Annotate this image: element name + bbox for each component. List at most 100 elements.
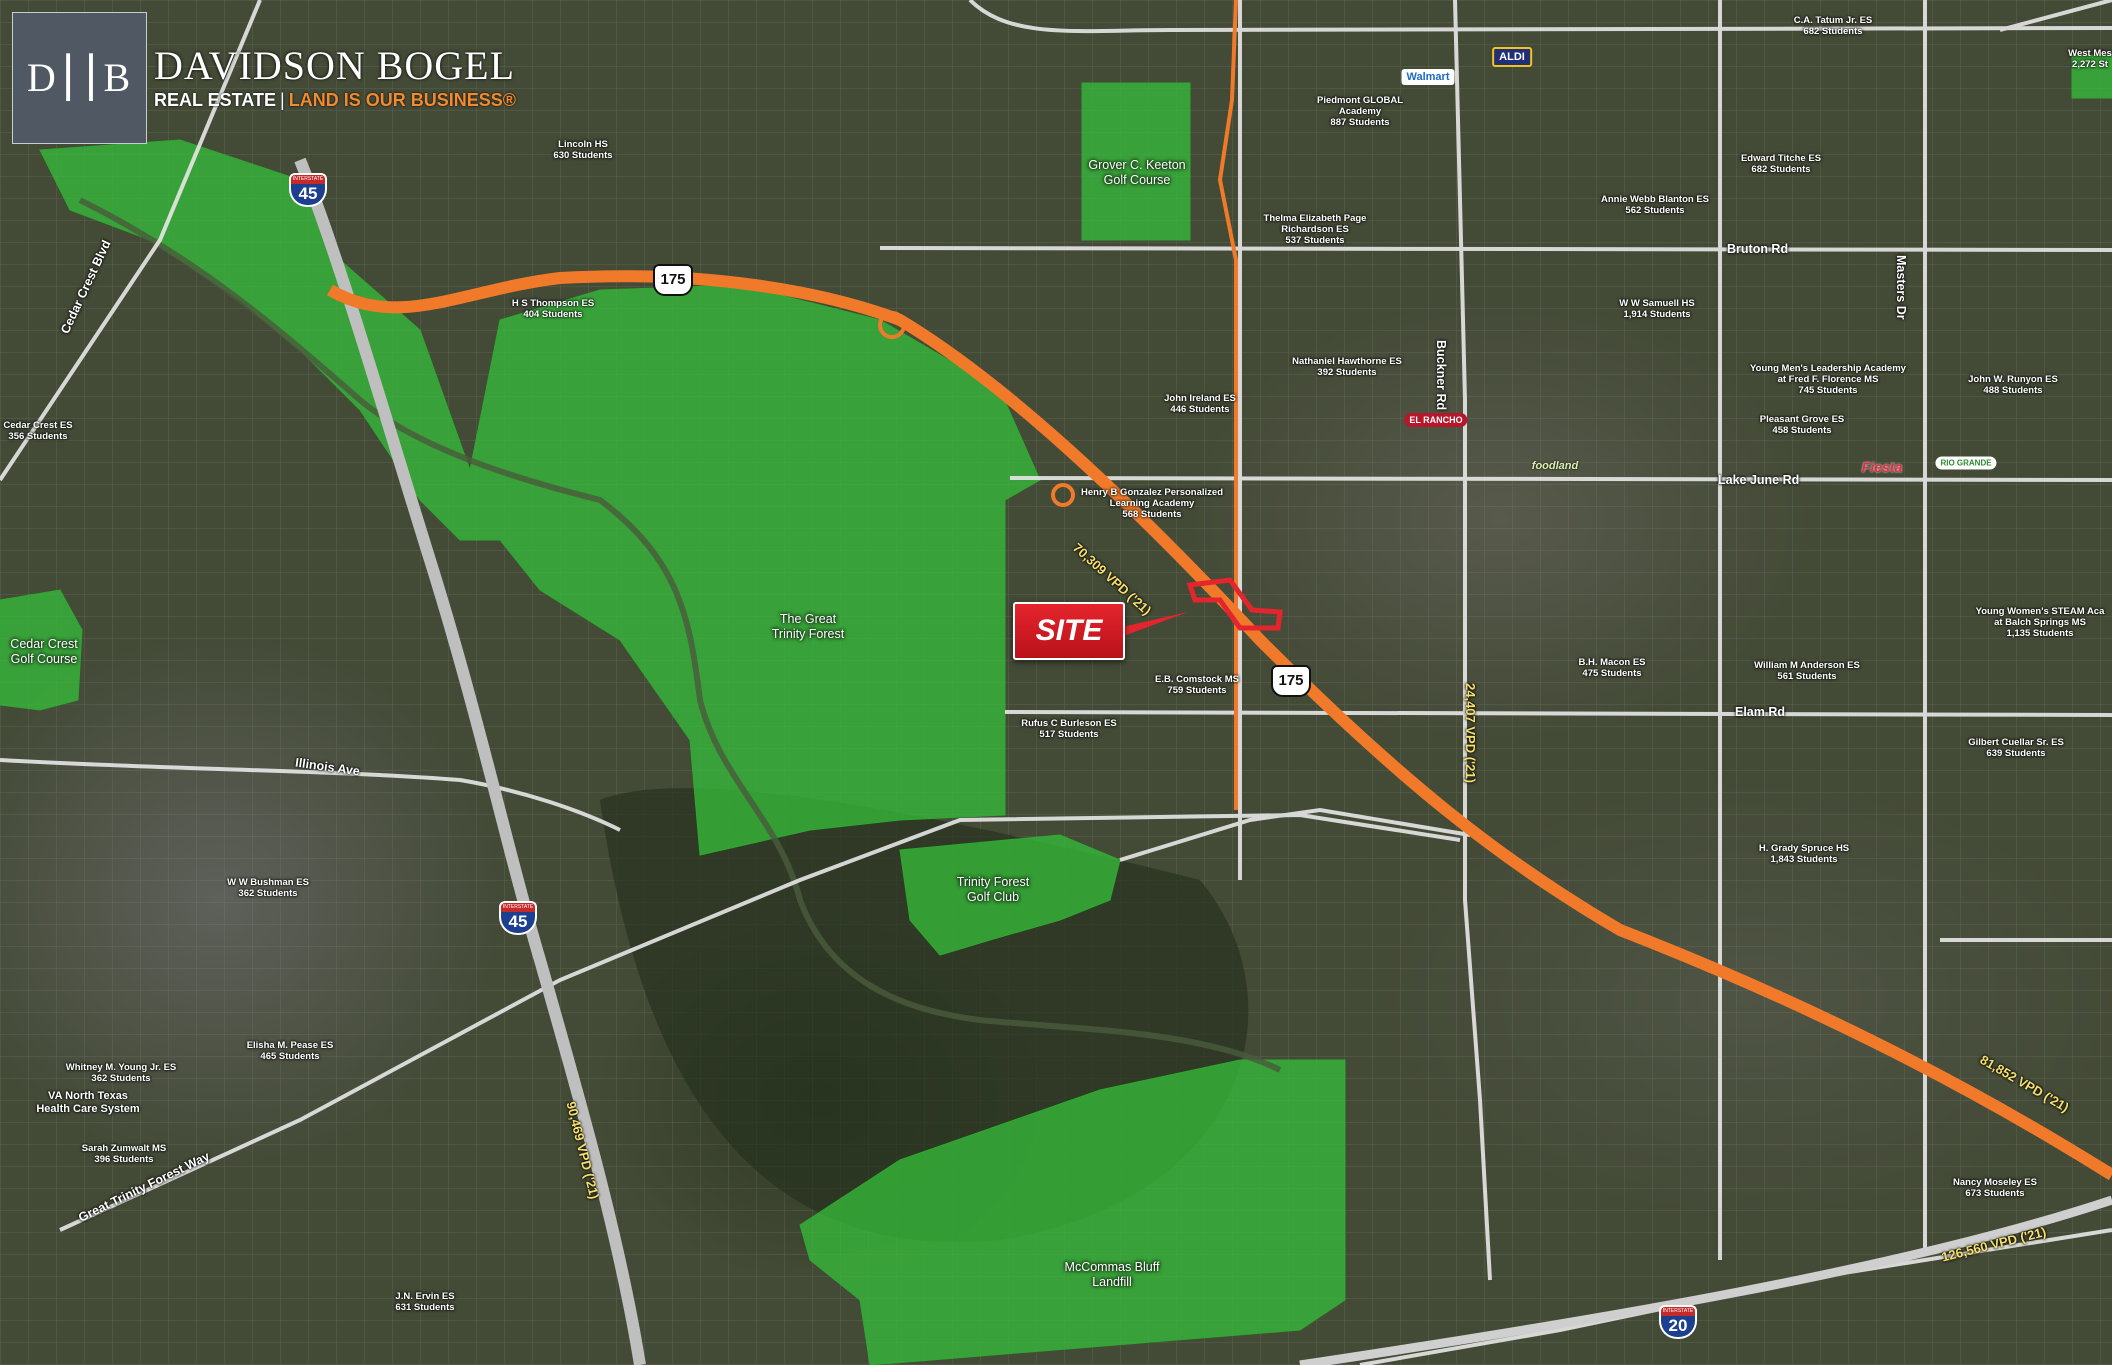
traffic-count-buckner: 24,407 VPD ('21) bbox=[1463, 683, 1478, 783]
park-trinity-forest-golf bbox=[899, 834, 1121, 956]
company-tagline: REAL ESTATE|LAND IS OUR BUSINESS® bbox=[154, 90, 516, 111]
school-name: Piedmont GLOBAL Academy bbox=[1316, 95, 1404, 117]
school-students: 458 Students bbox=[1772, 425, 1832, 436]
school-name: W W Bushman ES bbox=[227, 877, 309, 888]
school-name: Rufus C Burleson ES bbox=[1021, 718, 1117, 729]
school-name: Edward Titche ES bbox=[1740, 153, 1822, 164]
i-45-number: 45 bbox=[499, 912, 537, 935]
school-name: Elisha M. Pease ES bbox=[246, 1040, 334, 1051]
school-name: Nathaniel Hawthorne ES bbox=[1292, 356, 1402, 367]
label-buckner-rd: Buckner Rd bbox=[1434, 340, 1448, 411]
school-students: 682 Students bbox=[1751, 164, 1811, 175]
school-students: 475 Students bbox=[1582, 668, 1642, 679]
school-students: 396 Students bbox=[94, 1154, 154, 1165]
fiesta-marker: Fiesta bbox=[1861, 459, 1903, 475]
i-45-number: 45 bbox=[289, 184, 327, 207]
school-students: 1,914 Students bbox=[1623, 309, 1691, 320]
us-175-shield: 175 bbox=[653, 264, 693, 296]
foodland-marker: foodland bbox=[1531, 460, 1579, 472]
site-parcel-outline bbox=[1186, 577, 1283, 631]
interstate-word: INTERSTATE bbox=[499, 901, 537, 912]
school-name: Pleasant Grove ES bbox=[1759, 414, 1845, 425]
interstate-word: INTERSTATE bbox=[1659, 1305, 1697, 1316]
school-students: 1,135 Students bbox=[2006, 628, 2074, 639]
school-name: W W Samuell HS bbox=[1619, 298, 1695, 309]
school-label: Henry B Gonzalez Personalized Learning A… bbox=[1081, 487, 1223, 520]
school-name: E.B. Comstock MS bbox=[1155, 674, 1239, 685]
school-name: Annie Webb Blanton ES bbox=[1600, 194, 1710, 205]
school-students: 465 Students bbox=[260, 1051, 320, 1062]
us-175-shield-south: 175 bbox=[1271, 665, 1311, 697]
interchange-loop-2 bbox=[1051, 483, 1075, 507]
interstate-45 bbox=[294, 157, 646, 1365]
school-name: Young Men's Leadership Academy at Fred F… bbox=[1750, 363, 1906, 385]
school-students: 745 Students bbox=[1798, 385, 1858, 396]
tagline-land: LAND IS OUR BUSINESS® bbox=[288, 90, 516, 110]
label-lake-june-rd: Lake June Rd bbox=[1718, 473, 1800, 487]
school-name: John W. Runyon ES bbox=[1968, 374, 2058, 385]
site-marker[interactable]: SITE bbox=[1013, 602, 1125, 660]
school-name: Thelma Elizabeth Page Richardson ES bbox=[1263, 213, 1367, 235]
walmart-marker: Walmart bbox=[1401, 69, 1455, 85]
school-students: 561 Students bbox=[1777, 671, 1837, 682]
interchange-loop-1 bbox=[878, 311, 906, 339]
school-students: 562 Students bbox=[1625, 205, 1685, 216]
road-horizontal-2 bbox=[1999, 0, 2112, 32]
area-great-trinity-forest: The Great Trinity Forest bbox=[771, 612, 845, 641]
school-students: 392 Students bbox=[1317, 367, 1377, 378]
school-students: 887 Students bbox=[1330, 117, 1390, 128]
school-students: 759 Students bbox=[1167, 685, 1227, 696]
aldi-marker: ALDI bbox=[1492, 47, 1532, 67]
site-pointer bbox=[1118, 612, 1188, 638]
trinity-river bbox=[78, 197, 1282, 1073]
i-20-number: 20 bbox=[1659, 1316, 1697, 1339]
school-students: 568 Students bbox=[1122, 509, 1182, 520]
school-name: B.H. Macon ES bbox=[1578, 657, 1646, 668]
school-students: 404 Students bbox=[523, 309, 583, 320]
tagline-separator: | bbox=[280, 90, 285, 110]
school-students: 682 Students bbox=[1803, 26, 1863, 37]
va-health-care-label: VA North Texas Health Care System bbox=[36, 1090, 140, 1115]
road-diag-top bbox=[968, 0, 2112, 34]
school-students: 362 Students bbox=[238, 888, 298, 899]
us-175-highway bbox=[327, 270, 2112, 1181]
interstate-word: INTERSTATE bbox=[289, 173, 327, 184]
interstate-20 bbox=[1299, 1195, 2112, 1365]
school-students: 1,843 Students bbox=[1770, 854, 1838, 865]
label-elam-rd: Elam Rd bbox=[1735, 705, 1786, 719]
area-cedar-crest-golf: Cedar Crest Golf Course bbox=[10, 637, 78, 666]
school-name: Whitney M. Young Jr. ES bbox=[65, 1062, 177, 1073]
park-great-trinity-forest bbox=[39, 139, 1041, 856]
school-name: Cedar Crest ES bbox=[3, 420, 73, 431]
school-name: William M Anderson ES bbox=[1754, 660, 1860, 671]
school-name: Henry B Gonzalez Personalized Learning A… bbox=[1080, 487, 1224, 509]
label-bruton-rd: Bruton Rd bbox=[1727, 242, 1789, 256]
school-students: 362 Students bbox=[91, 1073, 151, 1084]
school-name: H S Thompson ES bbox=[511, 298, 595, 309]
school-students: 2,272 St bbox=[2072, 59, 2108, 70]
school-students: 673 Students bbox=[1965, 1188, 2025, 1199]
school-students: 537 Students bbox=[1285, 235, 1345, 246]
school-name: H. Grady Spruce HS bbox=[1758, 843, 1850, 854]
road-buckner bbox=[1453, 0, 1492, 1281]
road-illinois bbox=[0, 758, 621, 832]
